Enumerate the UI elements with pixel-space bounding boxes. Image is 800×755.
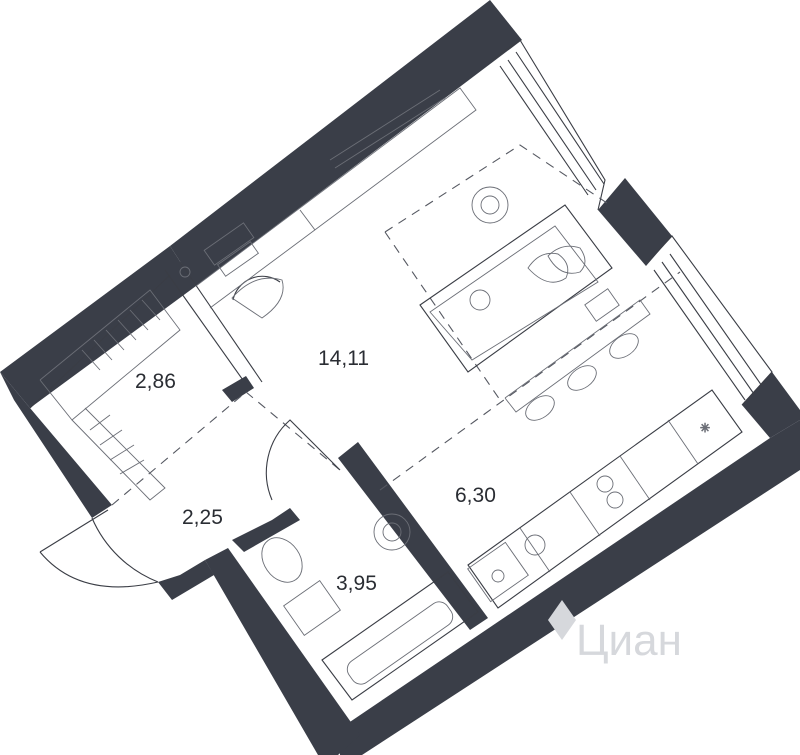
chair-icon xyxy=(525,395,555,421)
wall-upper-left xyxy=(0,246,196,408)
bathtub-icon xyxy=(321,571,479,701)
dishwasher-icon xyxy=(524,534,546,556)
desk xyxy=(179,87,477,319)
washbasin-icon xyxy=(283,580,341,636)
plant-icon xyxy=(471,186,509,224)
wall-bath-left xyxy=(205,548,360,755)
toilet-icon xyxy=(261,537,303,583)
wall-top xyxy=(170,0,522,286)
monitor-icon xyxy=(216,241,260,277)
dining-chairs xyxy=(504,299,651,421)
room-area-main: 14,11 xyxy=(318,347,369,370)
wall-bottom xyxy=(338,420,800,755)
kitchen-counter: ✳ xyxy=(467,389,743,609)
wall-stub-closet xyxy=(222,376,254,402)
counter-icon xyxy=(467,389,743,609)
stove-icon xyxy=(596,475,614,493)
room-area-hallway: 2,25 xyxy=(182,506,223,529)
bath-door-arc xyxy=(265,419,341,501)
chair-icon xyxy=(609,333,639,359)
entry-door-arc xyxy=(91,517,159,583)
living-area xyxy=(419,186,620,373)
wall-entry-stub xyxy=(158,560,214,600)
wall-corner-right xyxy=(742,372,800,438)
washing-machine-icon xyxy=(373,513,411,551)
wall-bath-top xyxy=(232,508,300,552)
chair-arc xyxy=(232,275,281,301)
laptop-icon xyxy=(584,288,620,322)
sink-icon xyxy=(467,541,529,603)
windows xyxy=(491,39,773,406)
doors xyxy=(39,275,341,588)
room-area-bathroom: 3,95 xyxy=(336,572,377,595)
room-area-kitchen: 6,30 xyxy=(455,484,496,507)
watermark-text: Циан xyxy=(576,616,682,665)
closet-shelving xyxy=(39,289,181,501)
wall-left xyxy=(0,372,112,518)
watermark: Циан xyxy=(548,600,682,665)
keyboard-icon xyxy=(203,222,255,266)
lamp-icon xyxy=(179,266,191,278)
cian-logo-icon xyxy=(548,600,576,640)
zone-boundaries xyxy=(111,144,681,506)
coffee-table-icon xyxy=(469,289,491,311)
sofa-icon xyxy=(419,204,613,373)
chair-icon xyxy=(567,365,597,391)
bathroom-fixtures xyxy=(261,513,479,701)
wall-pillar xyxy=(598,178,672,266)
fridge-icon: ✳ xyxy=(700,421,710,435)
room-area-closet: 2,86 xyxy=(135,370,176,393)
wall-bath-kitchen xyxy=(338,442,488,630)
interior-walls xyxy=(29,261,488,630)
desk-chair-icon xyxy=(231,277,284,319)
